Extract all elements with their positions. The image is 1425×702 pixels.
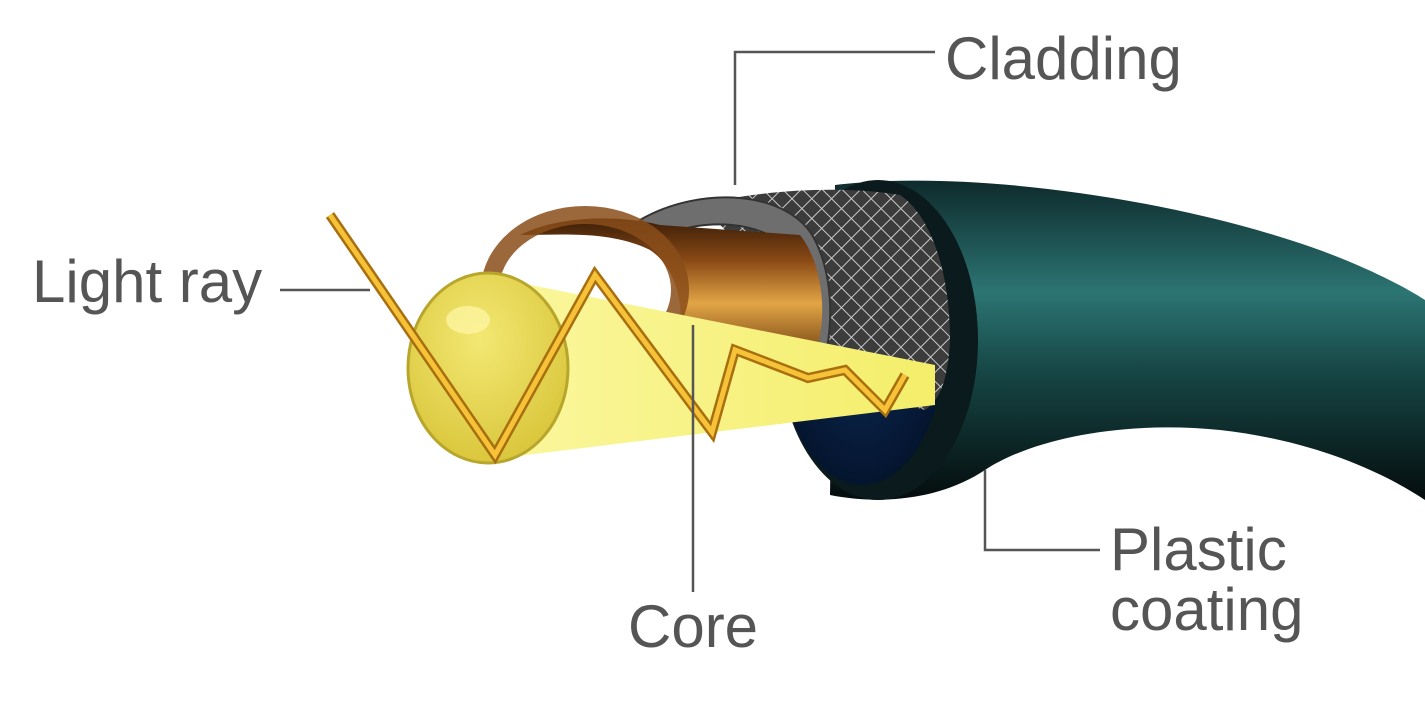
plastic-label: Plastic [1110,516,1287,583]
core-end-highlight [446,306,490,334]
cladding-leader [735,52,935,185]
cladding-label: Cladding [945,25,1182,92]
coating-label: coating [1110,576,1303,643]
plastic-coating-leader [985,470,1100,550]
light-ray-label: Light ray [32,248,262,315]
core-label: Core [628,593,758,660]
